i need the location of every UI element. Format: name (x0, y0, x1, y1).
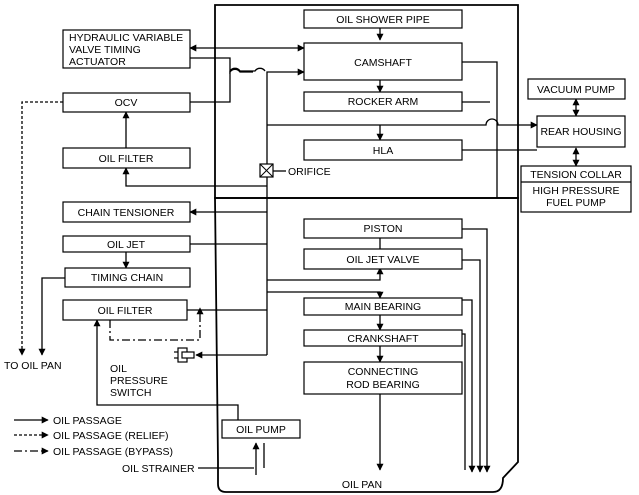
fuel-pump-label-line2: FUEL PUMP (546, 197, 606, 209)
oil-pan-label: OIL PAN (342, 479, 382, 491)
hla-label: HLA (373, 145, 393, 157)
oil-passages (14, 27, 580, 475)
main-bearing-drain (462, 299, 476, 473)
piston-label: PISTON (364, 223, 403, 235)
orifice-symbol (259, 163, 274, 178)
gallery-to-main-bearing (267, 291, 384, 299)
gallery-to-rear-housing (267, 118, 538, 129)
conrod-label-line1: CONNECTING (348, 366, 419, 378)
conrod-label-line2: ROD BEARING (346, 379, 420, 391)
rear-housing-box (536, 115, 626, 148)
crankshaft-box (303, 329, 463, 347)
oil-pump-box (221, 419, 301, 439)
oil-jet-label: OIL JET (107, 239, 146, 251)
rocker-arm-box (303, 91, 463, 112)
orifice-to-oil-filter (122, 167, 267, 187)
crankshaft-label: CRANKSHAFT (347, 333, 419, 345)
oil-jet-valve-label: OIL JET VALVE (346, 254, 419, 266)
hydraulic-actuator-box (62, 29, 191, 69)
oil-strainer-label: OIL STRAINER (122, 463, 195, 475)
component-boxes (62, 9, 632, 439)
orifice-label: ORIFICE (288, 166, 331, 178)
vacuum-pump-box (527, 78, 626, 100)
pressure-switch-symbol (174, 347, 195, 363)
connecting-rod-bearing-box (303, 361, 463, 395)
actuator-label-line2: VALVE TIMING (69, 44, 141, 56)
camshaft-label: CAMSHAFT (354, 57, 412, 69)
ocv-relief (18, 101, 63, 356)
chain-tensioner-label: CHAIN TENSIONER (78, 207, 175, 219)
timing-chain-to-oil-pan (38, 277, 65, 356)
oil-shower-pipe-label: OIL SHOWER PIPE (336, 14, 430, 26)
camshaft-box (303, 42, 463, 81)
ocv-box (62, 92, 191, 113)
actuator-label-line3: ACTUATOR (69, 56, 126, 68)
oil-shower-pipe-box (303, 9, 463, 29)
main-bearing-label: MAIN BEARING (345, 301, 421, 313)
to-oil-pan-label: TO OIL PAN (4, 360, 62, 372)
timing-chain-box (64, 267, 191, 288)
rocker-arm-label: ROCKER ARM (348, 96, 419, 108)
oil-filter-lower-box (62, 299, 188, 321)
rear-housing-label: REAR HOUSING (540, 126, 621, 138)
fuel-pump-label-line1: HIGH PRESSURE (533, 185, 620, 197)
crankshaft-drain (462, 333, 466, 470)
actuator-label-line1: HYDRAULIC VARIABLE (69, 32, 183, 44)
oil-filter-upper-box (62, 147, 191, 169)
actuator-return (190, 57, 253, 75)
oil-filter-upper-label: OIL FILTER (99, 153, 154, 165)
oil-jet-box (62, 235, 191, 253)
labels: OIL SHOWER PIPE HYDRAULIC VARIABLE VALVE… (4, 14, 622, 491)
oil-pump-label: OIL PUMP (236, 424, 286, 436)
piston-box (303, 218, 463, 239)
camshaft-drain (462, 61, 498, 198)
chain-tensioner-box (62, 201, 191, 223)
ocv-to-actuator-link (190, 67, 266, 103)
timing-chain-label: TIMING CHAIN (91, 272, 163, 284)
tension-collar-box (520, 165, 632, 213)
gallery-to-oil-jet-valve (267, 267, 384, 281)
legend-relief-label: OIL PASSAGE (RELIEF) (53, 430, 169, 442)
pump-to-oil-filter (93, 319, 239, 422)
pressure-switch-label-line2: PRESSURE (110, 375, 168, 387)
oil-jet-valve-box (303, 248, 463, 270)
main-bearing-box (303, 297, 463, 316)
ocv-label: OCV (115, 97, 138, 109)
oil-filter-lower-label: OIL FILTER (98, 305, 153, 317)
piston-drain (462, 228, 491, 473)
oil-filter-bypass (109, 307, 204, 341)
cylinder-block-outline (214, 197, 519, 493)
pressure-switch-label-line1: OIL (110, 363, 127, 375)
legend-bypass-label: OIL PASSAGE (BYPASS) (53, 446, 173, 458)
hla-box (303, 139, 463, 161)
legend-solid-label: OIL PASSAGE (53, 415, 122, 427)
vacuum-pump-label: VACUUM PUMP (537, 84, 615, 96)
gallery-to-camshaft (266, 68, 305, 80)
oil-jet-valve-drain (462, 259, 484, 473)
tension-collar-label: TENSION COLLAR (530, 169, 622, 181)
pressure-switch-label-line3: SWITCH (110, 387, 151, 399)
